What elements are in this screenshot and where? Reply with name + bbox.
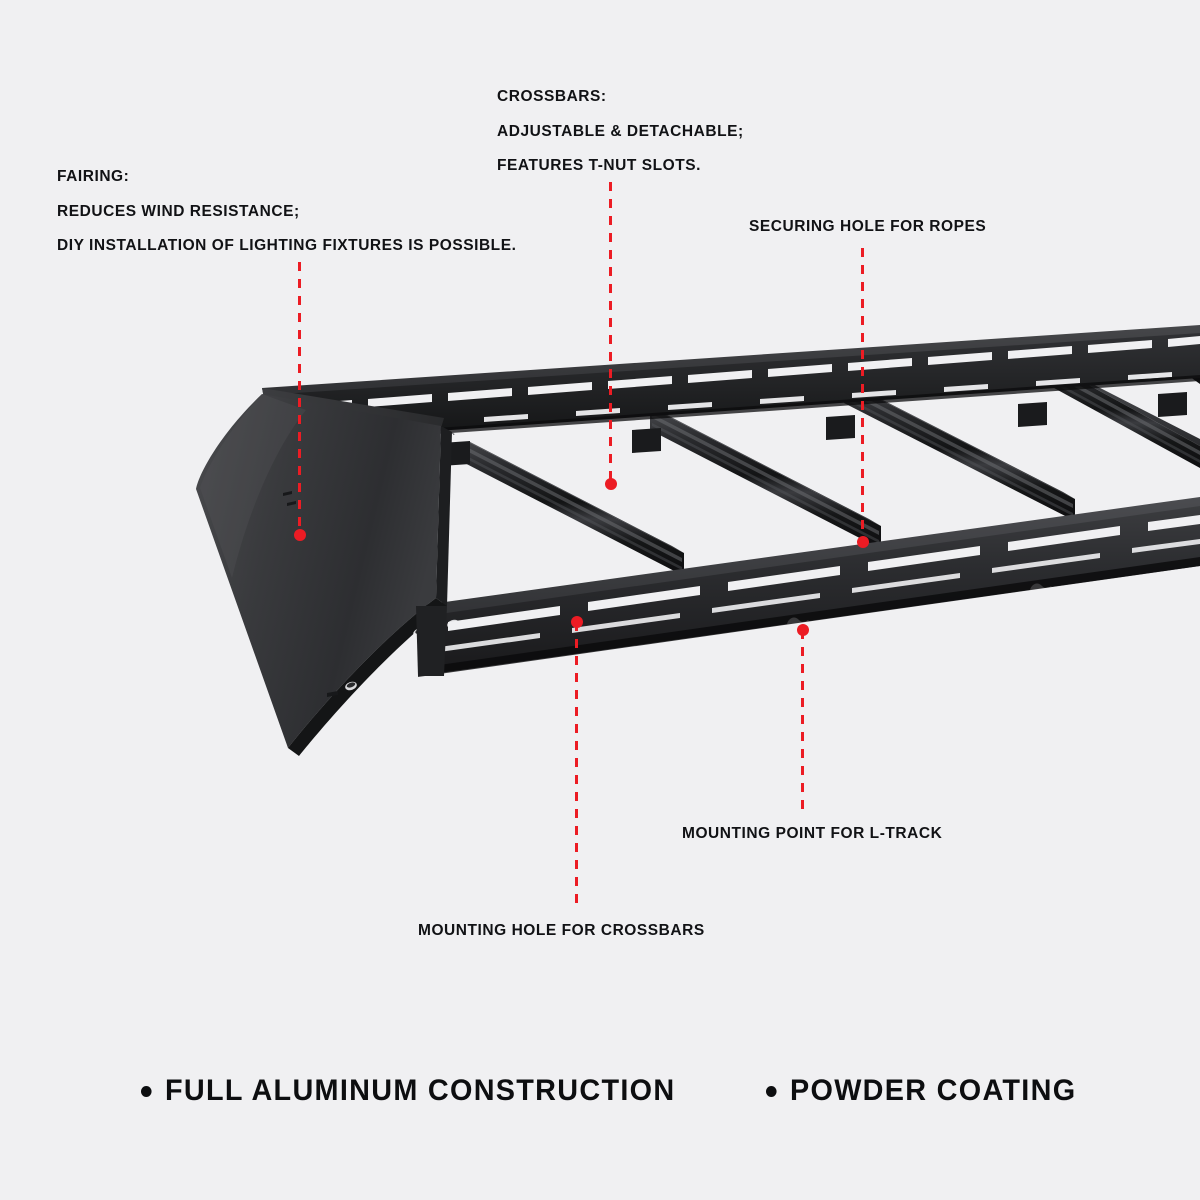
fairing-wind-deflector — [196, 388, 459, 756]
callout-fairing-line-2: REDUCES WIND RESISTANCE; — [57, 202, 300, 220]
callout-l-track: MOUNTING POINT FOR L-TRACK — [682, 826, 942, 842]
callout-fairing: FAIRING: REDUCES WIND RESISTANCE; DIY IN… — [57, 169, 516, 254]
far-side-rail — [262, 325, 1200, 466]
leader-line-crossbars — [604, 182, 617, 490]
leader-dash — [861, 248, 864, 542]
leader-line-mounting-hole — [570, 616, 583, 907]
feature-list: FULL ALUMINUM CONSTRUCTION POWDER COATIN… — [0, 1062, 1200, 1132]
leader-end-dot — [796, 624, 809, 636]
callout-securing-hole-line-1: SECURING HOLE FOR ROPES — [749, 218, 987, 235]
near-side-rail — [416, 497, 1200, 677]
leader-line-fairing — [293, 262, 306, 541]
feature-label: POWDER COATING — [790, 1074, 1077, 1107]
leader-dash — [298, 262, 301, 535]
callout-crossbars-line-2: ADJUSTABLE & DETACHABLE; — [497, 122, 744, 140]
leader-dash — [801, 630, 804, 810]
leader-end-dot — [570, 616, 583, 628]
feature-label: FULL ALUMINUM CONSTRUCTION — [165, 1074, 676, 1107]
feature-item-aluminum: FULL ALUMINUM CONSTRUCTION — [141, 1074, 675, 1108]
leader-line-securing-hole — [856, 248, 869, 548]
leader-dash — [575, 622, 578, 907]
callout-securing-hole: SECURING HOLE FOR ROPES — [749, 219, 986, 235]
leader-dash — [609, 182, 612, 484]
callout-crossbars-line-3: FEATURES T-NUT SLOTS. — [497, 157, 701, 174]
leader-end-dot — [604, 478, 617, 490]
callout-fairing-line-3: DIY INSTALLATION OF LIGHTING FIXTURES IS… — [57, 237, 517, 254]
callout-crossbars-line-1: CROSSBARS: — [497, 88, 607, 105]
leader-end-dot — [293, 529, 306, 541]
leader-line-l-track — [796, 624, 809, 810]
callout-crossbars: CROSSBARS: ADJUSTABLE & DETACHABLE; FEAT… — [497, 89, 744, 174]
near-rail-fairing-joint — [416, 606, 447, 676]
callout-l-track-line-1: MOUNTING POINT FOR L-TRACK — [682, 825, 943, 842]
callout-mounting-hole-line-1: MOUNTING HOLE FOR CROSSBARS — [418, 922, 705, 939]
feature-item-powder-coating: POWDER COATING — [766, 1074, 1076, 1108]
bullet-dot-icon — [141, 1085, 152, 1097]
callout-mounting-hole: MOUNTING HOLE FOR CROSSBARS — [418, 923, 705, 939]
leader-end-dot — [856, 536, 869, 548]
callout-fairing-line-1: FAIRING: — [57, 168, 130, 185]
bullet-dot-icon — [766, 1085, 777, 1097]
